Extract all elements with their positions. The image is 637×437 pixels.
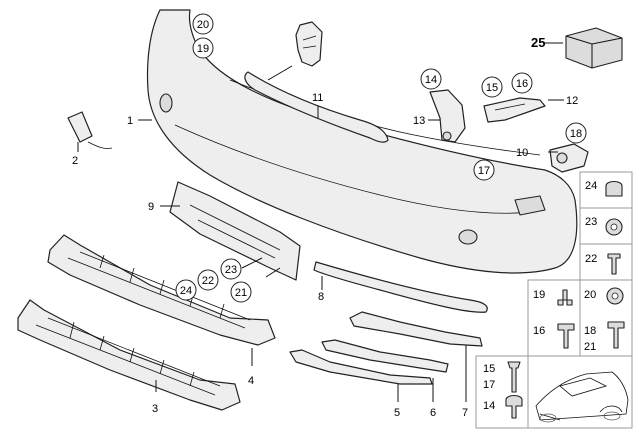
callout-24: 24 bbox=[180, 285, 192, 297]
panel-label-23: 23 bbox=[585, 216, 597, 228]
car-thumbnail bbox=[535, 371, 629, 423]
pin-icon bbox=[505, 394, 523, 419]
lower-strip-5 bbox=[289, 349, 433, 385]
callout-11: 11 bbox=[312, 92, 323, 104]
license-plate-base bbox=[169, 181, 301, 281]
callout-9: 9 bbox=[148, 201, 154, 213]
panel-label-22: 22 bbox=[585, 253, 597, 265]
panel-label-19: 19 bbox=[533, 289, 545, 301]
panel-label-15: 15 bbox=[483, 363, 495, 375]
panel-cell-15-14 bbox=[475, 355, 529, 429]
cap-icon bbox=[605, 180, 623, 197]
callout-labels: 1 2 3 4 5 6 7 8 9 10 11 12 13 25 bbox=[72, 35, 578, 419]
callout-23: 23 bbox=[225, 264, 237, 276]
callout-17: 17 bbox=[478, 165, 490, 177]
callout-18: 18 bbox=[570, 128, 582, 140]
callout-14: 14 bbox=[425, 74, 437, 86]
panel-label-20: 20 bbox=[584, 289, 596, 301]
fog-lamp-hole-left bbox=[159, 93, 173, 113]
callout-2: 2 bbox=[72, 155, 78, 167]
panel-label-16: 16 bbox=[533, 325, 545, 337]
callout-4: 4 bbox=[248, 375, 254, 387]
lower-strip-6 bbox=[321, 339, 449, 373]
bumper-grille-lower bbox=[17, 299, 241, 411]
circled-callouts: 20 19 14 15 16 18 17 23 22 24 21 bbox=[175, 13, 587, 303]
callout-16: 16 bbox=[516, 78, 528, 90]
panel-cell-19-16 bbox=[527, 279, 581, 357]
lower-strip-7 bbox=[349, 311, 483, 347]
small-bracket bbox=[67, 111, 93, 143]
callout-21: 21 bbox=[235, 287, 247, 299]
callout-12: 12 bbox=[566, 95, 578, 107]
callout-15: 15 bbox=[486, 82, 498, 94]
clip-part bbox=[295, 21, 323, 67]
callout-10: 10 bbox=[516, 147, 528, 159]
rivet-icon bbox=[507, 361, 521, 393]
small-parts-panel: 24 23 22 19 20 16 18 21 15 17 14 bbox=[475, 171, 633, 429]
sensor-holder bbox=[549, 143, 589, 173]
callout-6: 6 bbox=[430, 407, 436, 419]
stud-icon bbox=[557, 289, 573, 306]
panel-cell-22 bbox=[579, 243, 633, 281]
side-strip bbox=[313, 261, 488, 313]
panel-label-24: 24 bbox=[585, 180, 597, 192]
callout-20: 20 bbox=[197, 19, 209, 31]
callout-13: 13 bbox=[413, 115, 425, 127]
callout-1: 1 bbox=[127, 115, 133, 127]
mount-bracket-left bbox=[429, 89, 466, 143]
panel-label-18: 18 bbox=[584, 325, 596, 337]
callout-7: 7 bbox=[462, 407, 468, 419]
upper-trim-strip bbox=[244, 71, 389, 143]
bumper-cover bbox=[146, 9, 578, 274]
callout-5: 5 bbox=[394, 407, 400, 419]
callout-3: 3 bbox=[152, 403, 158, 415]
panel-cell-20-18 bbox=[579, 279, 633, 357]
mount-bracket-right bbox=[483, 97, 546, 123]
fog-lamp-hole-right bbox=[458, 229, 478, 245]
bolt-icon-18 bbox=[607, 321, 625, 349]
callout-19: 19 bbox=[197, 43, 209, 55]
panel-label-17: 17 bbox=[483, 379, 495, 391]
leader-lines bbox=[77, 42, 564, 402]
panel-label-14: 14 bbox=[483, 400, 495, 412]
bolt-icon-16 bbox=[557, 323, 575, 349]
callout-25: 25 bbox=[531, 35, 545, 50]
callout-8: 8 bbox=[318, 291, 324, 303]
screw-icon bbox=[607, 253, 621, 275]
callout-22: 22 bbox=[202, 275, 214, 287]
box-25 bbox=[565, 27, 623, 69]
panel-label-21: 21 bbox=[584, 341, 596, 353]
